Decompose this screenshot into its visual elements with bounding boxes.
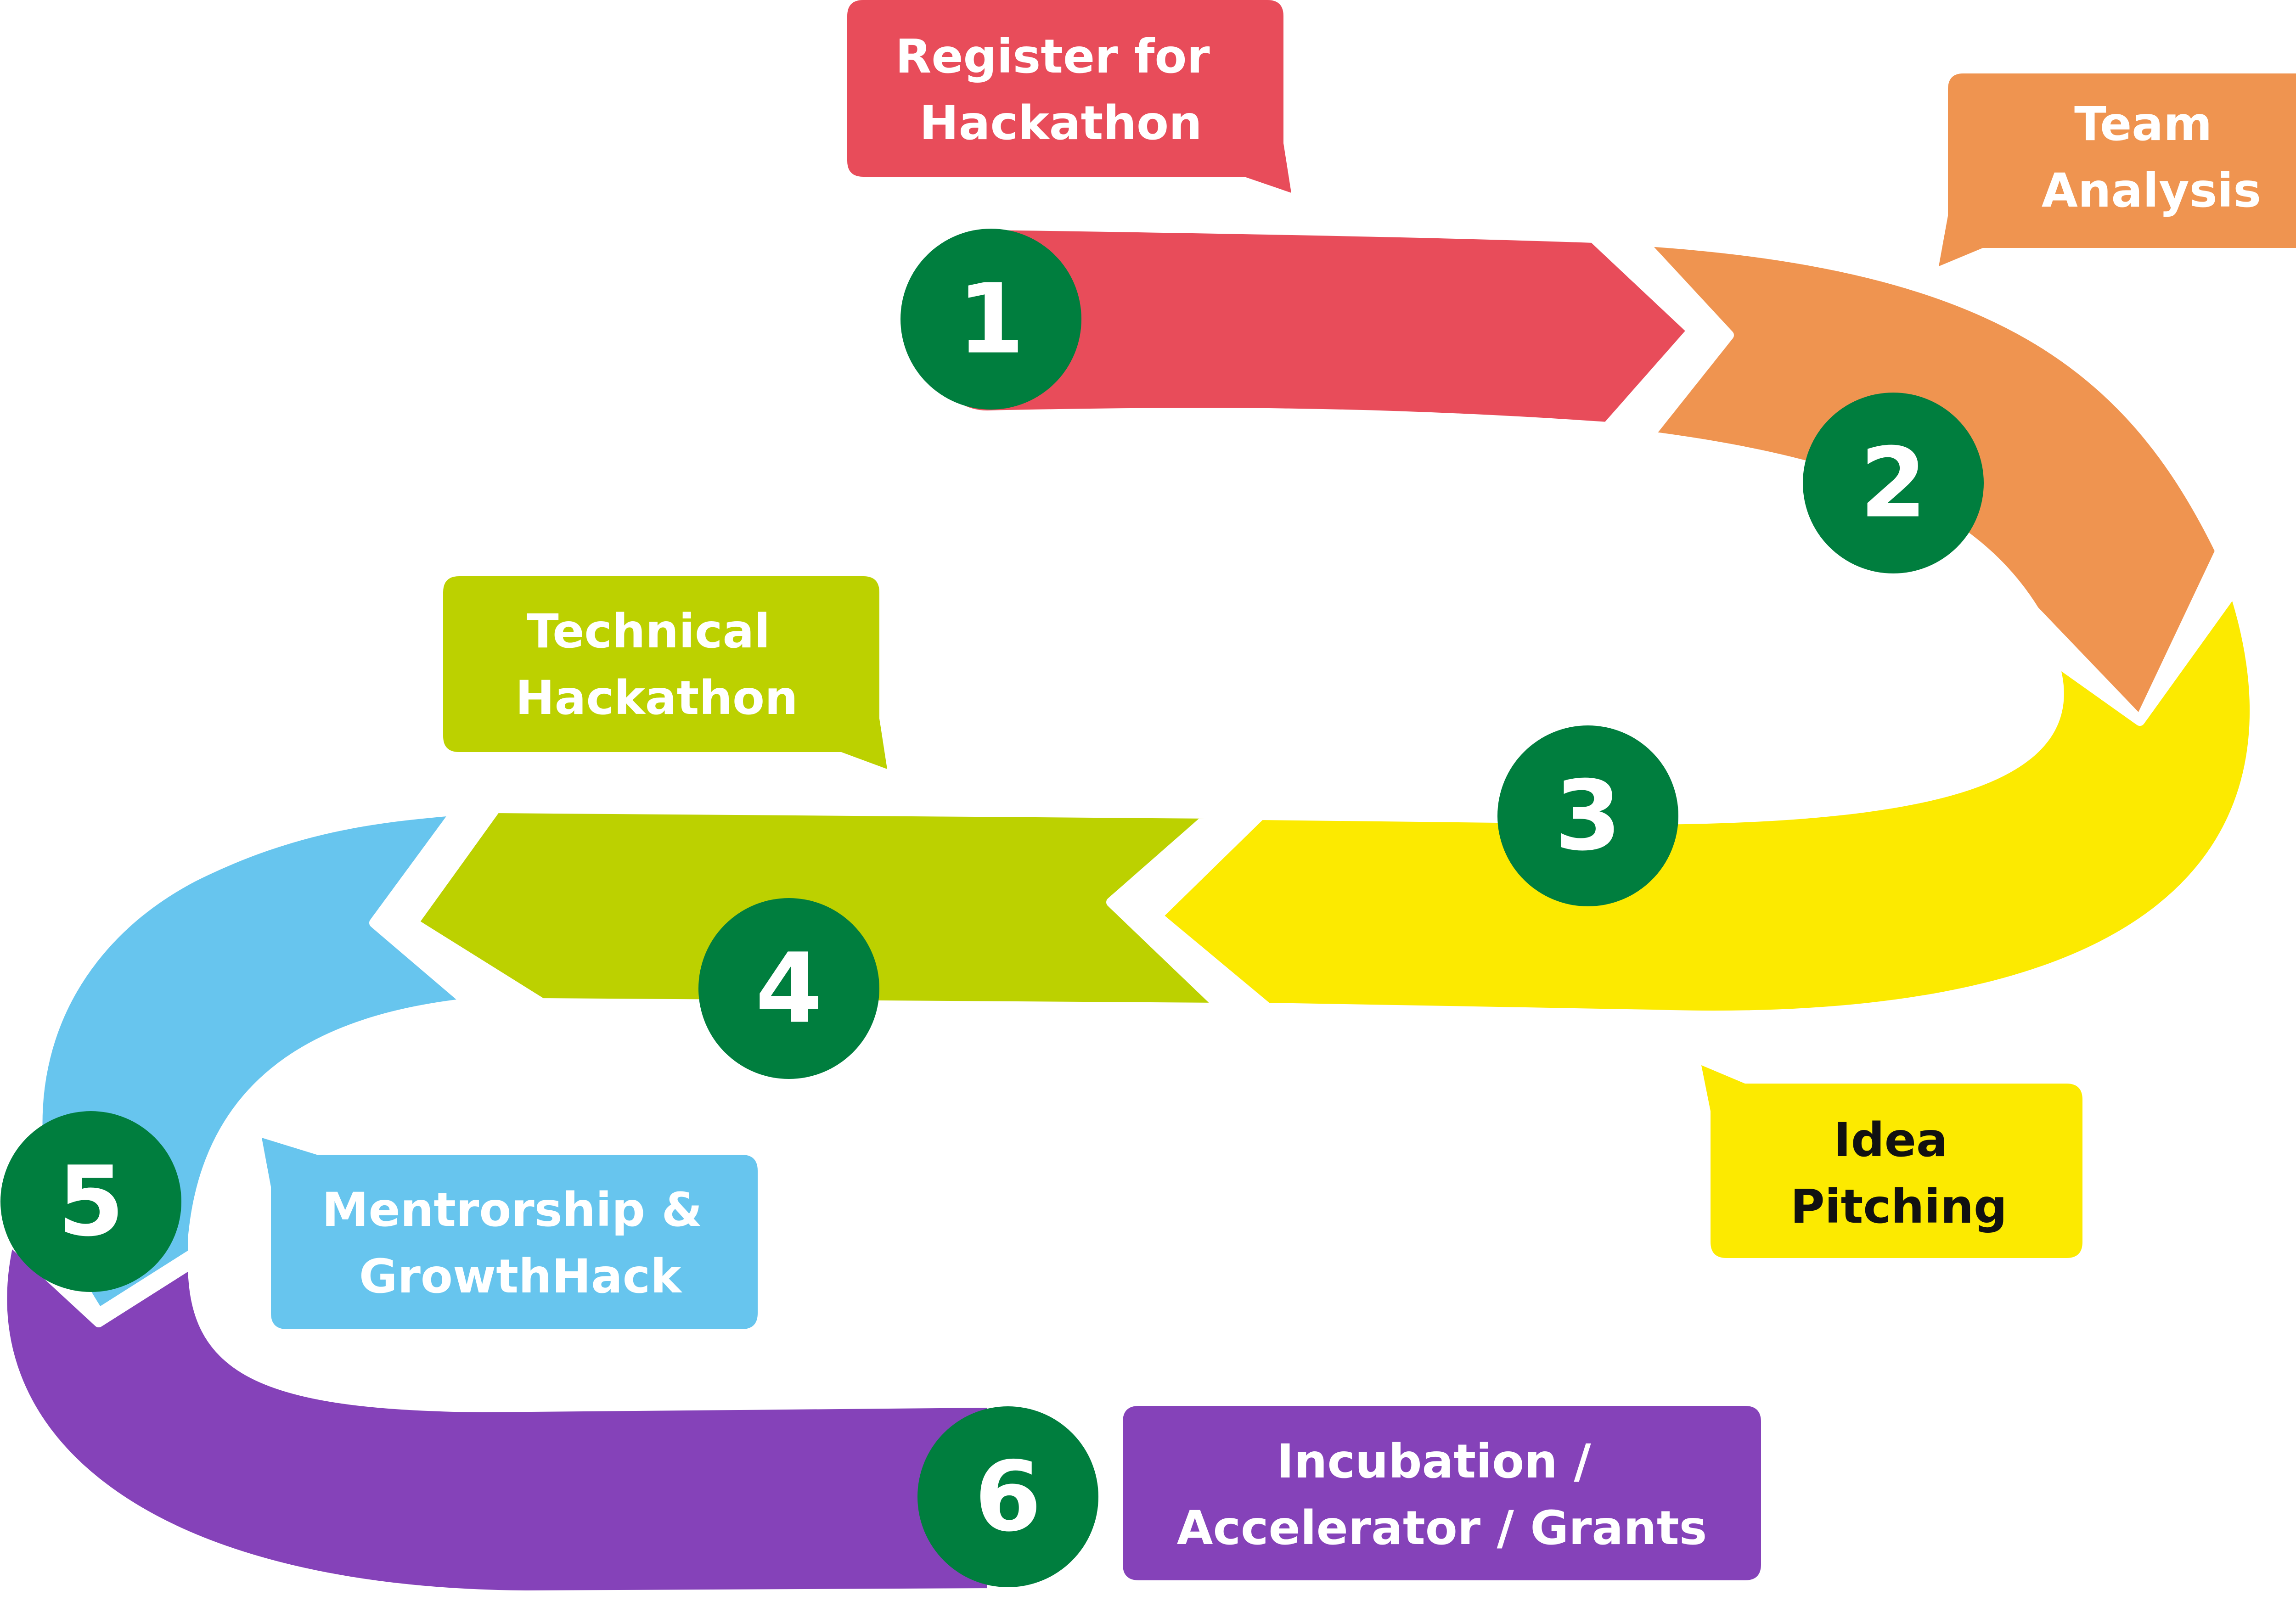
step-5-bubble-shape bbox=[262, 1138, 758, 1329]
step-4-label-line-2: Hackathon bbox=[515, 671, 798, 725]
step-label-bubble-2: Team Analysis bbox=[1939, 73, 2296, 266]
step-2-label-line-2: Analysis bbox=[2042, 163, 2261, 218]
step-label-bubble-6: Incubation / Accelerator / Grants bbox=[1123, 1406, 1761, 1580]
step-label-bubble-1: Register for Hackathon bbox=[847, 0, 1291, 193]
step-badge-6: 6 bbox=[917, 1406, 1098, 1587]
step-badge-1: 1 bbox=[900, 229, 1081, 410]
step-5-number: 5 bbox=[57, 1146, 124, 1258]
step-6-bubble-shape bbox=[1123, 1406, 1761, 1580]
road-segment-3 bbox=[1152, 585, 2260, 1021]
step-3-label-line-2: Pitching bbox=[1790, 1180, 2007, 1234]
step-3-bubble-shape bbox=[1701, 1065, 2082, 1258]
road-segment-6 bbox=[0, 1235, 997, 1601]
step-2-label-line-1: Team bbox=[2074, 97, 2212, 152]
step-5-label: Mentrorship & GrowthHack bbox=[322, 1183, 719, 1304]
step-1-label-line-2: Hackathon bbox=[919, 96, 1202, 151]
step-2-bubble-shape bbox=[1939, 73, 2296, 266]
step-6-label: Incubation / Accelerator / Grants bbox=[1177, 1434, 1707, 1556]
step-label-bubbles: Register for Hackathon Team Analysis Ide… bbox=[262, 0, 2296, 1580]
step-1-badge-circle bbox=[900, 229, 1081, 410]
step-3-label-line-1: Idea bbox=[1834, 1113, 1948, 1168]
step-badge-2: 2 bbox=[1803, 393, 1984, 573]
step-badge-3: 3 bbox=[1497, 725, 1678, 906]
step-1-label: Register for Hackathon bbox=[895, 29, 1226, 151]
step-label-bubble-3: Idea Pitching bbox=[1701, 1065, 2082, 1258]
step-2-label: Team Analysis bbox=[2042, 97, 2261, 218]
step-5-label-line-2: GrowthHack bbox=[359, 1249, 682, 1304]
step-6-label-line-2: Accelerator / Grants bbox=[1177, 1501, 1707, 1556]
step-badge-4: 4 bbox=[698, 898, 879, 1079]
step-3-number: 3 bbox=[1554, 760, 1621, 872]
step-6-label-line-1: Incubation / bbox=[1277, 1434, 1591, 1489]
step-3-label: Idea Pitching bbox=[1790, 1113, 2007, 1234]
step-6-badge-circle bbox=[917, 1406, 1098, 1587]
step-4-bubble-shape bbox=[443, 576, 887, 769]
step-4-number: 4 bbox=[755, 933, 822, 1045]
step-1-label-line-1: Register for bbox=[895, 29, 1210, 84]
step-badge-5: 5 bbox=[0, 1111, 181, 1292]
step-4-badge-circle bbox=[698, 898, 879, 1079]
step-2-badge-circle bbox=[1803, 393, 1984, 573]
step-1-bubble-shape bbox=[847, 0, 1291, 193]
step-5-label-line-1: Mentrorship & bbox=[322, 1183, 703, 1237]
step-5-badge-circle bbox=[0, 1111, 181, 1292]
step-label-bubble-4: Technical Hackathon bbox=[443, 576, 887, 769]
step-number-badges: 1 2 3 4 5 6 bbox=[0, 229, 1984, 1587]
step-6-number: 6 bbox=[974, 1441, 1041, 1553]
step-4-label-line-1: Technical bbox=[527, 604, 770, 659]
step-4-label: Technical Hackathon bbox=[515, 604, 798, 725]
step-3-badge-circle bbox=[1497, 725, 1678, 906]
step-2-number: 2 bbox=[1860, 427, 1927, 539]
step-1-number: 1 bbox=[957, 263, 1024, 376]
step-label-bubble-5: Mentrorship & GrowthHack bbox=[262, 1138, 758, 1329]
